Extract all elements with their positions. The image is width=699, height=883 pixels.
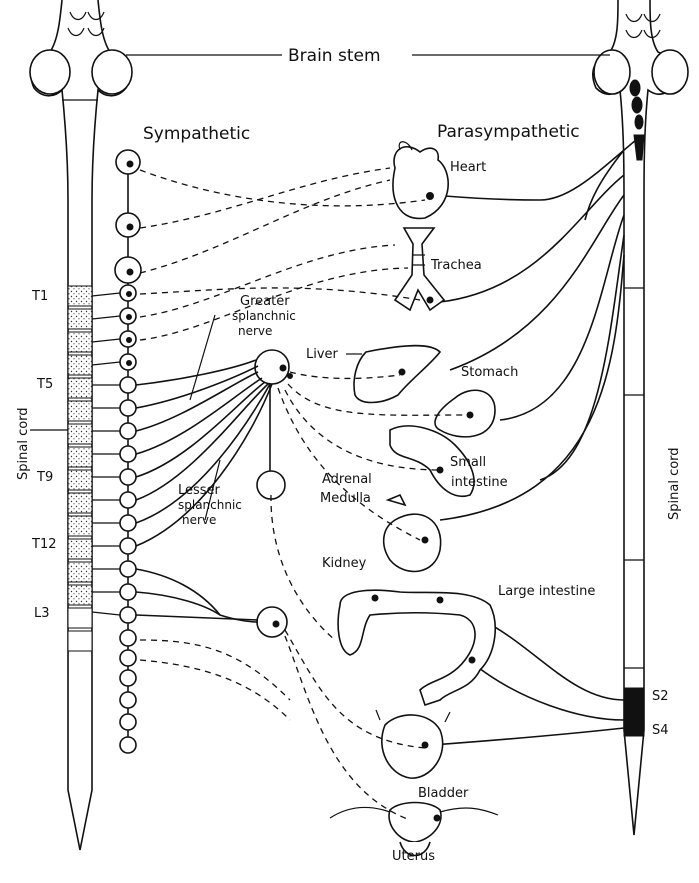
adrenal-medulla-label: Adrenal Medulla xyxy=(320,472,372,506)
bladder-label: Bladder xyxy=(418,786,469,801)
segment-t5: T5 xyxy=(36,377,53,392)
heart xyxy=(393,142,448,219)
svg-text:nerve: nerve xyxy=(238,324,272,338)
inferior-mesenteric-ganglion xyxy=(257,607,287,637)
brainstem-left-lobe xyxy=(30,50,70,94)
segment-l3: L3 xyxy=(34,606,50,621)
right-spinal-cord xyxy=(593,0,688,835)
svg-text:Adrenal: Adrenal xyxy=(322,472,372,487)
sympathetic-chain xyxy=(92,150,141,753)
segment-s4: S4 xyxy=(652,723,669,738)
large-intestine-label: Large intestine xyxy=(498,584,595,599)
adrenal-kidney xyxy=(384,495,441,571)
spinal-cord-label-right: Spinal cord xyxy=(667,447,682,520)
superior-mesenteric-ganglion xyxy=(257,471,285,499)
svg-text:Greater: Greater xyxy=(240,294,290,309)
liver-label: Liver xyxy=(306,347,339,362)
parasympathetic-nerves xyxy=(432,140,636,745)
svg-text:nerve: nerve xyxy=(182,513,216,527)
liver xyxy=(354,346,440,403)
heart-label: Heart xyxy=(450,160,486,175)
brainstem-right-lobe xyxy=(92,50,132,94)
brain-stem-label: Brain stem xyxy=(288,46,381,66)
sympathetic-label: Sympathetic xyxy=(143,124,250,144)
svg-text:splanchnic: splanchnic xyxy=(232,309,296,323)
stomach xyxy=(435,390,495,437)
left-spinal-cord xyxy=(30,0,132,850)
spinal-cord-label-left: Spinal cord xyxy=(16,407,31,480)
bladder xyxy=(376,710,450,778)
large-intestine xyxy=(338,590,495,705)
segment-t9: T9 xyxy=(36,470,53,485)
svg-text:Medulla: Medulla xyxy=(320,491,371,506)
segment-t1: T1 xyxy=(31,289,48,304)
kidney-label: Kidney xyxy=(322,556,367,571)
lesser-splanchnic-label: Lesser splanchnic nerve xyxy=(178,483,242,527)
segment-s2: S2 xyxy=(652,689,669,704)
uterus xyxy=(330,803,498,856)
svg-text:intestine: intestine xyxy=(451,475,508,490)
svg-text:splanchnic: splanchnic xyxy=(178,498,242,512)
segment-t12: T12 xyxy=(31,537,56,552)
cord-segments xyxy=(68,286,92,651)
trachea-label: Trachea xyxy=(430,258,482,273)
uterus-label: Uterus xyxy=(392,849,435,864)
svg-text:Small: Small xyxy=(450,455,486,470)
svg-text:Lesser: Lesser xyxy=(178,483,221,498)
greater-splanchnic-label: Greater splanchnic nerve xyxy=(232,294,296,338)
parasympathetic-label: Parasympathetic xyxy=(437,122,580,142)
sacral-segment-block xyxy=(624,688,644,736)
stomach-label: Stomach xyxy=(461,365,518,380)
splanchnic-nerves xyxy=(136,315,293,637)
